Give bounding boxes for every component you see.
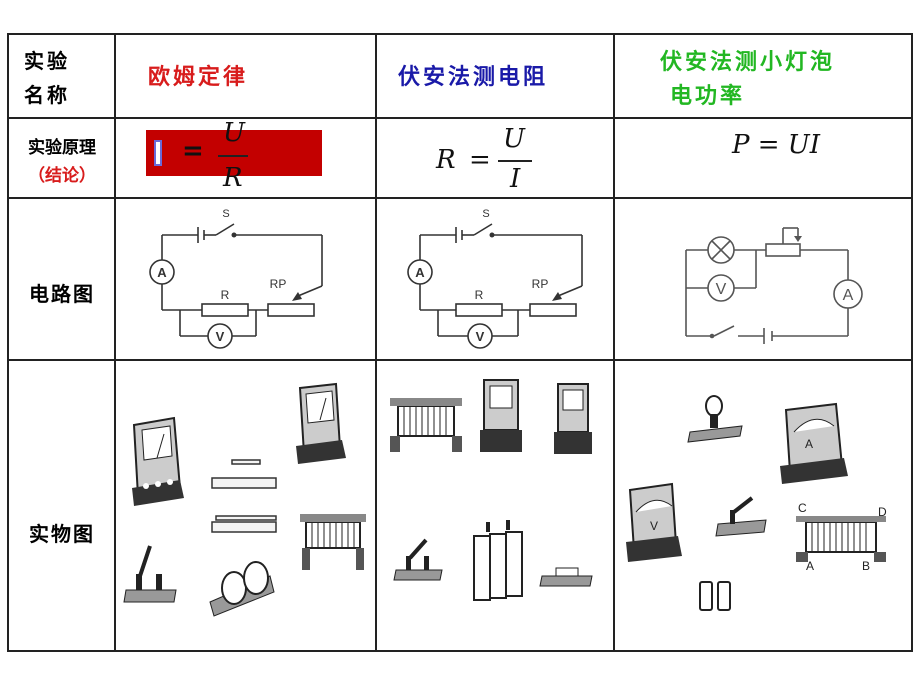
col-lamp-power-title: 伏安法测小灯泡 电功率	[660, 46, 835, 114]
voltmeter-symbol-2: V	[476, 329, 485, 344]
ammeter-symbol-2: A	[415, 265, 425, 280]
formula-current-symbol	[154, 140, 162, 166]
header-line1: 实验	[24, 49, 70, 73]
switch-apparatus-2	[393, 538, 443, 581]
circuit-diagram-lamp: V A	[685, 227, 863, 344]
rheostat-terminal-d: D	[878, 505, 887, 519]
row-label-principle: 实验原理 （结论）	[10, 134, 114, 190]
resistor-label-1: R	[221, 288, 230, 302]
formula3: P = UI	[732, 130, 820, 160]
circuit-diagram-resistance: A V S R RP	[407, 208, 583, 349]
row-label-circuit: 电路图	[29, 282, 95, 306]
ammeter-symbol-3: A	[843, 287, 854, 304]
circuit-diagram-ohm: A V S R RP	[149, 208, 323, 349]
ammeter-apparatus-1	[132, 416, 184, 506]
ammeter-apparatus-3: A	[780, 402, 848, 484]
formula1-denominator: R	[223, 163, 243, 193]
ammeter-face-label: A	[805, 437, 813, 451]
formula2-numerator: U	[503, 124, 525, 154]
apparatus-ohm	[123, 382, 366, 617]
lamp-holder-apparatus	[687, 395, 743, 443]
rheostat-terminal-c: C	[798, 501, 807, 515]
switch-apparatus-1	[123, 545, 177, 603]
rheostat-label-1: RP	[270, 277, 287, 291]
col-ohm-law-title: 欧姆定律	[148, 65, 249, 90]
switch-label-1: S	[222, 208, 229, 220]
principle-line2: （结论）	[28, 166, 96, 186]
formula2-left: R	[436, 145, 456, 175]
voltmeter-apparatus-1	[296, 382, 346, 464]
resistor-apparatus-2	[539, 567, 593, 587]
col3-title-line1: 伏安法测小灯泡	[660, 50, 836, 75]
ammeter-symbol-1: A	[157, 265, 167, 280]
formula1-fraction-bar	[218, 155, 248, 157]
resistor-label-2: R	[475, 288, 484, 302]
voltmeter-apparatus-2	[554, 383, 592, 454]
rheostat-apparatus-2	[390, 398, 462, 452]
rheostat-label-2: RP	[532, 277, 549, 291]
ammeter-apparatus-2	[480, 379, 522, 452]
formula1-numerator: U	[223, 118, 245, 148]
rheostat-apparatus-3: C D A B	[796, 501, 887, 573]
formula2-denominator: I	[510, 164, 521, 194]
row-label-objects: 实物图	[29, 522, 95, 546]
formula1-equals: =	[182, 136, 204, 166]
apparatus-resistance	[390, 379, 593, 601]
switch-apparatus-3	[715, 496, 767, 537]
voltmeter-apparatus-3: V	[626, 482, 682, 562]
rheostat-terminal-a: A	[806, 559, 814, 573]
voltmeter-symbol-1: V	[216, 329, 225, 344]
row-header-experiment-name: 实验 名称	[24, 44, 70, 112]
rheostat-apparatus-1	[300, 514, 366, 570]
col3-title-line2: 电功率	[670, 84, 746, 109]
principle-line1: 实验原理	[28, 138, 96, 158]
battery-box-apparatus-1	[209, 561, 275, 617]
voltmeter-face-label: V	[650, 519, 658, 533]
formula2-fraction-bar	[498, 160, 532, 162]
battery-cells-apparatus	[699, 581, 731, 611]
battery-pack-apparatus	[473, 520, 523, 601]
formula2-equals: =	[469, 145, 491, 175]
wire-pieces	[211, 459, 277, 533]
col-resistance-title: 伏安法测电阻	[398, 65, 549, 90]
voltmeter-symbol-3: V	[716, 281, 727, 298]
rheostat-terminal-b: B	[862, 559, 870, 573]
formula-highlight-box	[146, 130, 322, 176]
switch-label-2: S	[482, 208, 489, 220]
apparatus-lamp: A V C D A B	[626, 395, 887, 611]
header-line2: 名称	[24, 83, 70, 107]
